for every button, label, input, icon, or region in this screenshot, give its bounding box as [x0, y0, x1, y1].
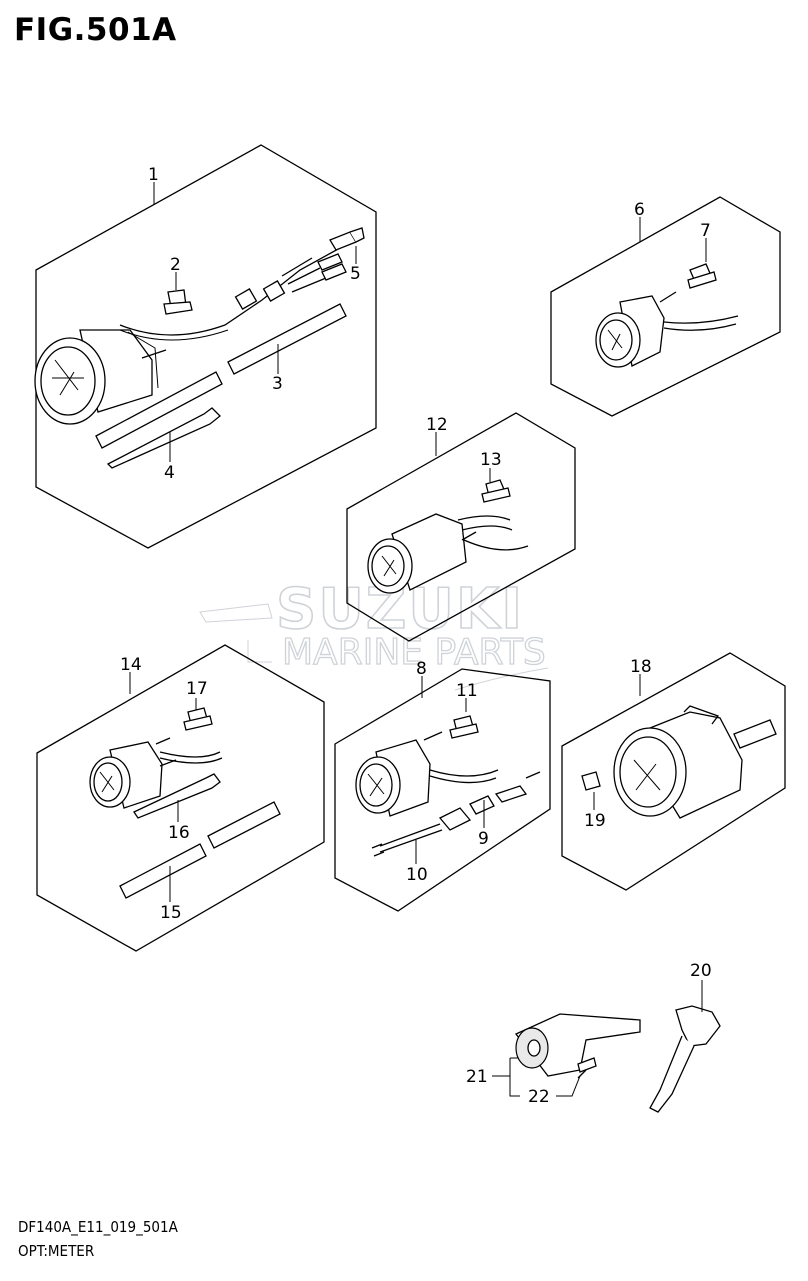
kit-box-6 [550, 196, 781, 417]
cable-tie-part-16 [133, 773, 221, 819]
label-21: 21 [466, 1067, 488, 1087]
leader-lines [129, 182, 707, 1097]
label-15: 15 [160, 903, 182, 923]
bulb-part-19 [581, 771, 601, 791]
label-18: 18 [630, 657, 652, 677]
label-20: 20 [690, 961, 712, 981]
gauge-6 [595, 291, 739, 368]
label-8: 8 [416, 659, 427, 679]
gauge-18 [613, 705, 777, 819]
kit-box-8 [334, 668, 551, 912]
part-labels: 1 2 3 4 5 6 7 8 9 10 11 12 13 14 15 16 1… [120, 165, 712, 1107]
label-17: 17 [186, 679, 208, 699]
bulb-part-7 [687, 263, 717, 289]
label-16: 16 [168, 823, 190, 843]
bulb-part-2 [163, 289, 193, 315]
label-22: 22 [528, 1087, 550, 1107]
label-3: 3 [272, 374, 283, 394]
kit-box-1 [35, 144, 377, 549]
harness-part-9 [438, 771, 541, 831]
label-12: 12 [426, 415, 448, 435]
label-2: 2 [170, 255, 181, 275]
section-name: OPT:METER [18, 1242, 95, 1260]
bulb-part-17 [183, 707, 213, 731]
figure-title: FIG.501A [14, 12, 177, 48]
label-14: 14 [120, 655, 142, 675]
tube-part-3 [95, 303, 347, 449]
label-4: 4 [164, 463, 175, 483]
label-19: 19 [584, 811, 606, 831]
harness-part-10 [371, 823, 443, 857]
kit-box-12 [346, 412, 576, 642]
label-5: 5 [350, 264, 361, 284]
gauge-8 [355, 731, 499, 817]
label-7: 7 [700, 221, 711, 241]
sender-part-20 [649, 1005, 721, 1113]
label-10: 10 [406, 865, 428, 885]
bracket-part-21 [514, 1013, 641, 1077]
label-13: 13 [480, 450, 502, 470]
bulb-part-13 [481, 479, 511, 503]
label-6: 6 [634, 200, 645, 220]
gauge-1 [34, 247, 341, 425]
model-code: DF140A_E11_019_501A [18, 1218, 178, 1236]
cable-tie-part-4 [106, 407, 221, 469]
tube-part-15 [119, 801, 281, 899]
label-9: 9 [478, 829, 489, 849]
label-1: 1 [148, 165, 159, 185]
kit-box-14 [36, 644, 325, 952]
bulb-part-11 [449, 715, 479, 739]
gauge-12 [367, 513, 529, 594]
connector-part-5 [317, 227, 365, 281]
kit-box-18 [561, 652, 786, 891]
gauge-14 [89, 737, 223, 809]
label-11: 11 [456, 681, 478, 701]
